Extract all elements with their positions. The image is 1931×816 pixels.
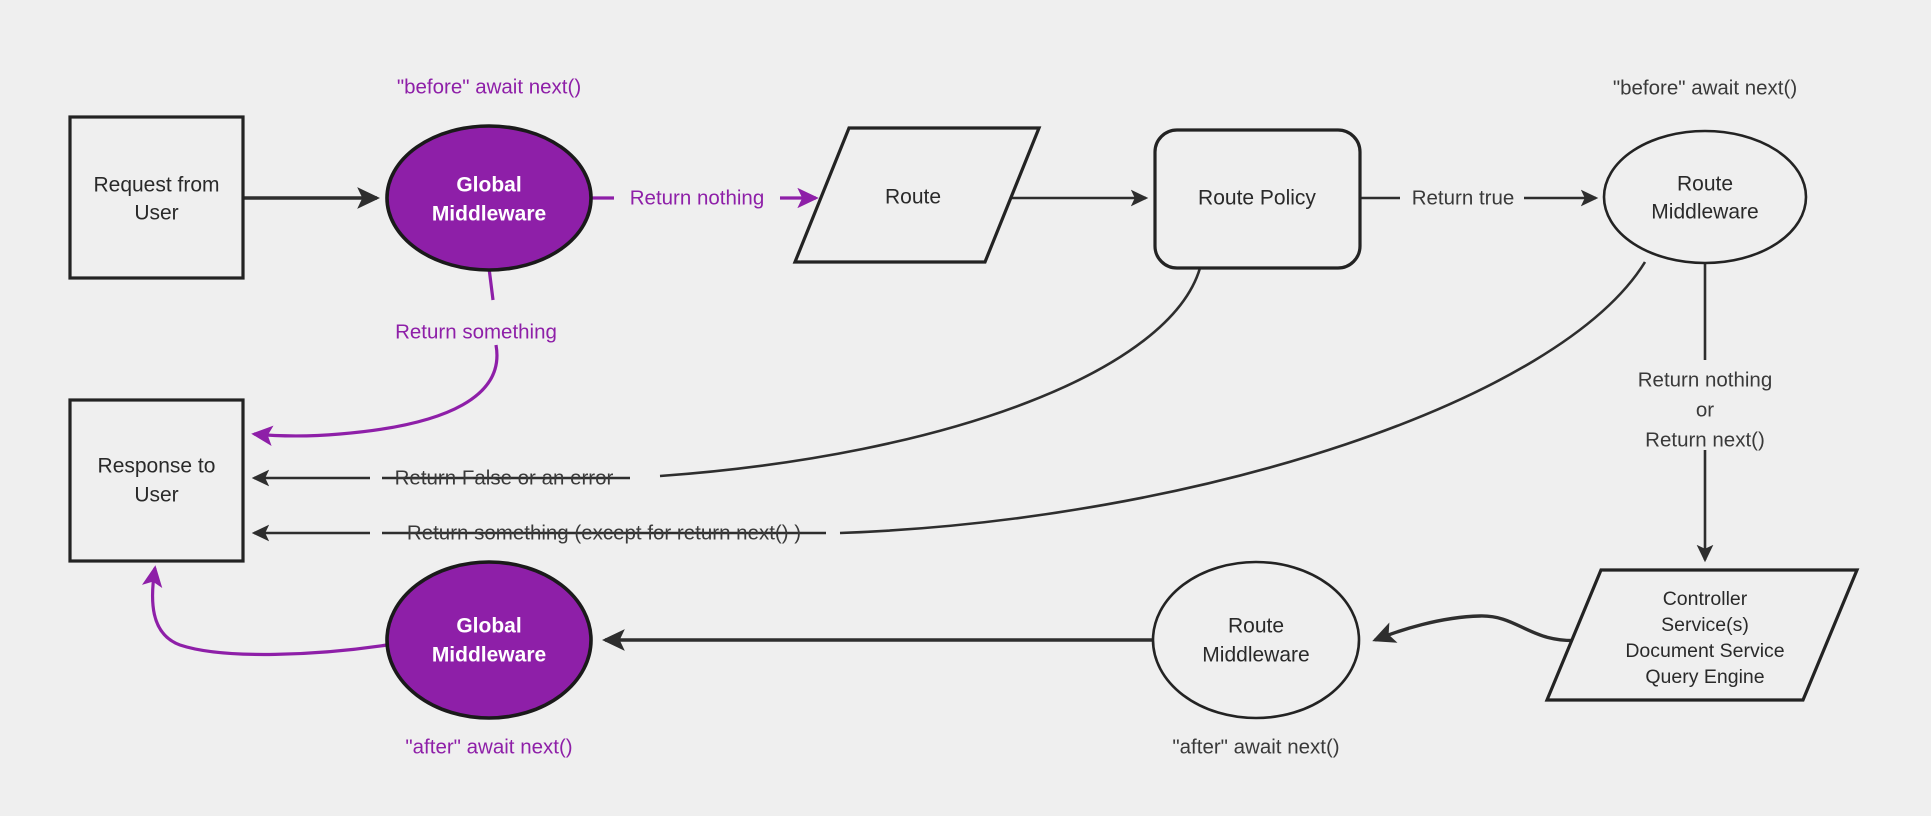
- edge-label-return-nothing: Return nothing: [630, 186, 764, 209]
- node-route[interactable]: Route: [792, 126, 1042, 264]
- controller-services-label-line1: Controller: [1663, 588, 1748, 610]
- edge-label-return-nothing-line1: Return nothing: [1638, 368, 1772, 391]
- route-middleware-after-ellipse: [1151, 560, 1361, 720]
- edge-label-return-something: Return something: [395, 320, 557, 343]
- node-route-policy[interactable]: Route Policy: [1153, 128, 1362, 270]
- controller-services-label-line4: Query Engine: [1645, 666, 1764, 688]
- route-label: Route: [885, 186, 941, 209]
- route-middleware-after-label-line2: Middleware: [1202, 644, 1309, 667]
- edge-controller-to-route-middleware-after: [1372, 614, 1586, 643]
- global-middleware-before-label-line1: Global: [456, 174, 521, 197]
- request-from-user-label-line1: Request from: [93, 174, 219, 197]
- controller-services-parallelogram: [1544, 568, 1860, 702]
- edge-label-return-nothing-line3: Return next(): [1645, 428, 1765, 451]
- edge-label-return-false-or-error: Return False or an error: [395, 466, 614, 489]
- route-middleware-before-label-line1: Route: [1677, 173, 1733, 196]
- global-middleware-after-label-line2: Middleware: [432, 644, 546, 667]
- route-middleware-after-label-line1: Route: [1228, 615, 1284, 638]
- node-route-middleware-after[interactable]: Route Middleware: [1151, 560, 1361, 720]
- node-global-middleware-after[interactable]: Global Middleware: [385, 560, 593, 720]
- annotation-after-await-next-route: "after" await next(): [1172, 735, 1339, 758]
- annotation-after-await-next-global: "after" await next(): [405, 735, 572, 758]
- edge-label-return-nothing-line2: or: [1696, 398, 1714, 421]
- global-middleware-after-label-line1: Global: [456, 615, 521, 638]
- request-from-user-label-line2: User: [134, 202, 178, 225]
- route-policy-label: Route Policy: [1198, 187, 1316, 210]
- edge-route-middleware-return-something-right: [839, 261, 1647, 535]
- edge-route-policy-return-false-right: [659, 267, 1202, 478]
- response-to-user-label-line2: User: [134, 484, 178, 507]
- global-middleware-after-ellipse: [385, 560, 593, 720]
- edge-label-return-true: Return true: [1412, 186, 1515, 209]
- route-policy-box: [1153, 128, 1362, 270]
- global-middleware-before-ellipse: [385, 124, 593, 272]
- edge-return-something-stub: [487, 267, 495, 301]
- route-middleware-before-label-line2: Middleware: [1651, 201, 1758, 224]
- request-from-user-box: [68, 115, 245, 280]
- response-to-user-box: [68, 398, 245, 563]
- annotation-before-await-next-route: "before" await next(): [1613, 76, 1797, 99]
- edge-global-middleware-after-to-response: [141, 565, 388, 657]
- node-controller-services[interactable]: Controller Service(s) Document Service Q…: [1544, 568, 1860, 702]
- edge-label-return-something-except: Return something (except for return next…: [407, 521, 801, 544]
- edge-global-middleware-return-something: [251, 344, 499, 446]
- node-request-from-user[interactable]: Request from User: [68, 115, 245, 280]
- controller-services-label-line3: Document Service: [1625, 640, 1784, 662]
- node-global-middleware-before[interactable]: Global Middleware: [385, 124, 593, 272]
- route-middleware-before-ellipse: [1602, 129, 1808, 265]
- node-response-to-user[interactable]: Response to User: [68, 398, 245, 563]
- node-route-middleware-before[interactable]: Route Middleware: [1602, 129, 1808, 265]
- controller-services-label-line2: Service(s): [1661, 614, 1749, 636]
- global-middleware-before-label-line2: Middleware: [432, 203, 546, 226]
- response-to-user-label-line1: Response to: [98, 455, 216, 478]
- route-parallelogram: [792, 126, 1042, 264]
- annotation-before-await-next-global: "before" await next(): [397, 75, 581, 98]
